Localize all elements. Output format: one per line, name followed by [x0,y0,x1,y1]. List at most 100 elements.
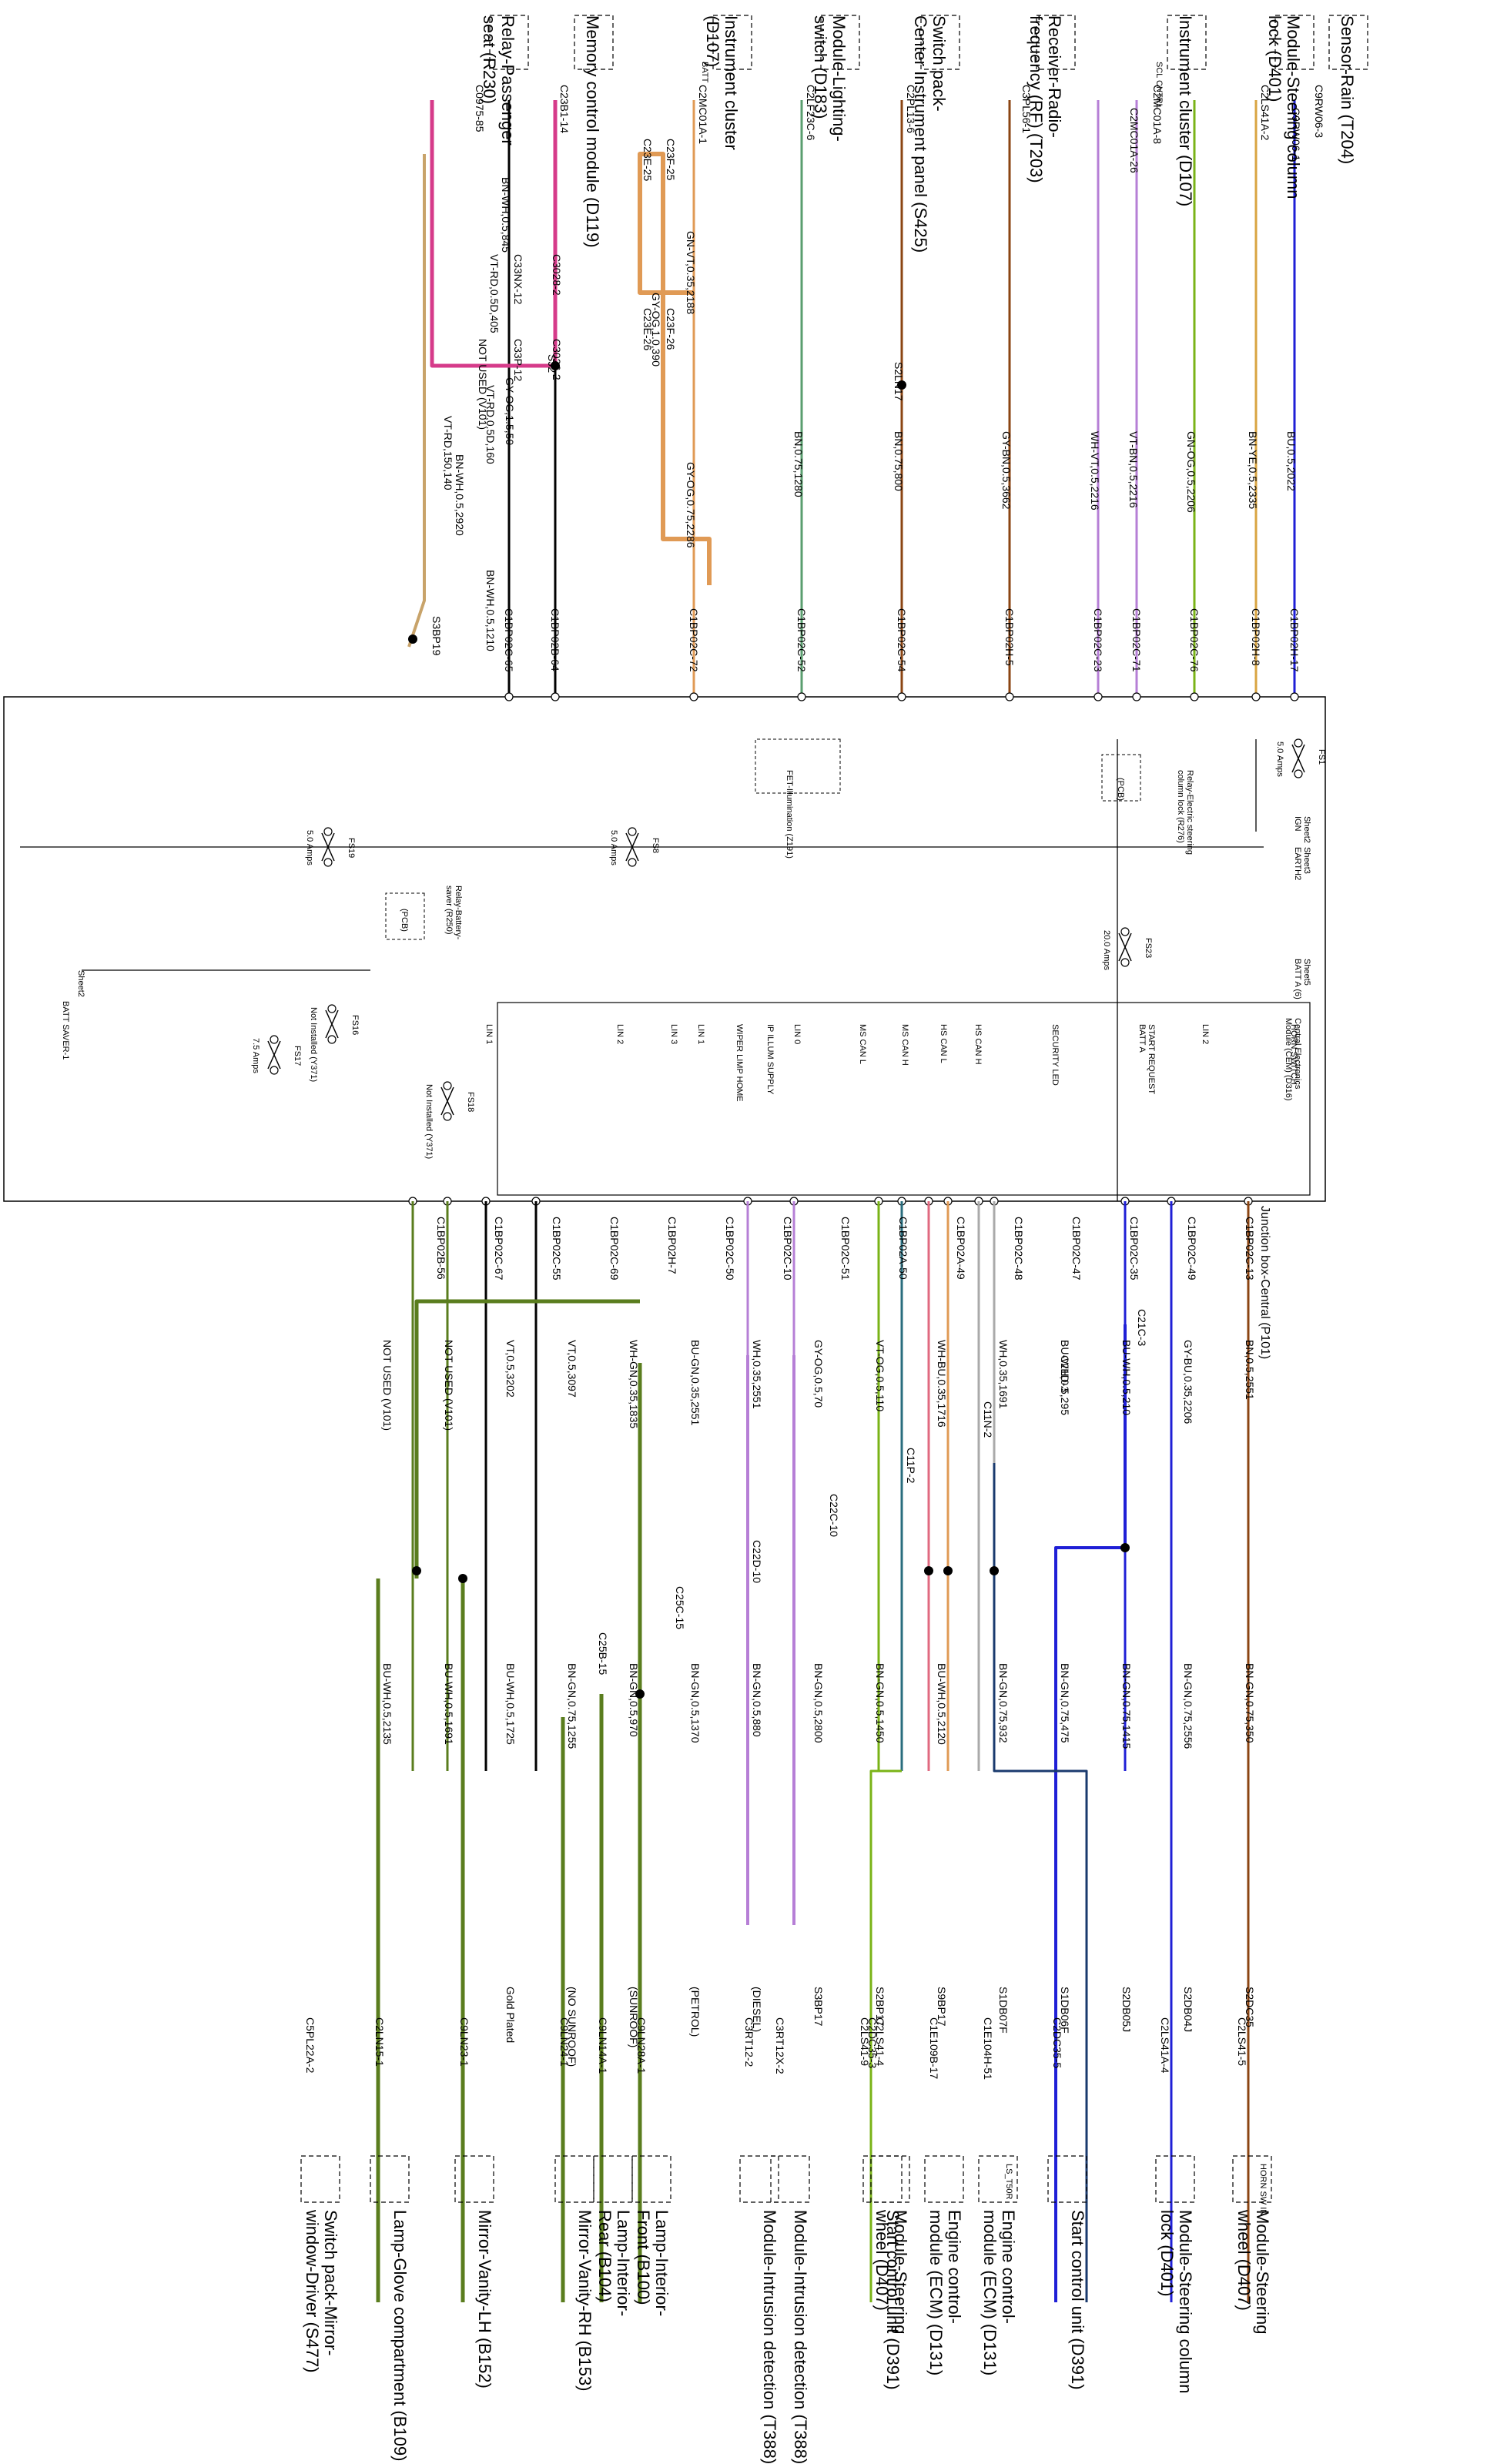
splice-S3BP17 [412,1566,421,1575]
fuse-rating: Not Installed (Y371) [309,1007,318,1083]
connector-label: C3026-2 [551,339,563,380]
batt-saver-label: BATT SAVER-1 [61,1001,70,1060]
connector-label: C1BP02H-5 [1003,608,1016,666]
bottom-component-bracket [1047,2155,1087,2203]
bottom-component-bracket [862,2155,903,2203]
bottom-component-pin: C9LN23-1 [458,2017,471,2067]
connector-label: C1BP02A-49 [955,1217,967,1280]
fuse-rating: Not Installed (Y371) [424,1084,434,1160]
fuse-terminal [270,1035,279,1044]
connector-label: C1BP02C-76 [1188,608,1201,672]
top-component-pin: C2PL13-6 [905,85,917,134]
wire-label: Gold Plated [504,1987,517,2044]
cem-pin-label: START REQUEST BATT A [1137,1024,1156,1095]
wire-label: BN-GN,0.5,880 [751,1663,763,1737]
fuse-name: FS23 [1144,938,1153,959]
wire-label: BU-WH,0.5,2120 [936,1663,948,1745]
wire-label: BN-WH,0.5,845 [500,177,512,253]
upper-connector-pin [1251,692,1261,701]
upper-wire-magenta [430,100,558,368]
wire-label: S3BP17 [812,1987,825,2027]
top-component-title: Sensor-Rain (T204) [1338,15,1357,165]
splice-S2LN17 [897,380,906,390]
cem-pin-label: HS CAN H [973,1024,983,1065]
bottom-component-inner: LS_T50R [1004,2164,1013,2200]
wire-label: NOT USED (V101) [443,1340,455,1431]
bottom-component-pin: C9LN24-1 [558,2017,571,2067]
bottom-component-title: Mirror-Vanity-LH (B152) [475,2210,494,2389]
top-component-bracket [1274,15,1315,70]
wire-label: BN-GN,0.5,2800 [812,1663,825,1743]
fuse-terminal [323,827,333,836]
fuse-rating: 5.0 Amps [305,830,314,865]
upper-connector-pin [689,692,698,701]
top-component-inner: BATT [700,62,709,83]
fuse-6 [440,1086,454,1116]
connector-label: C23E-25 [641,139,654,182]
splice-S3BP19 [408,634,417,644]
cem-pin-label: SECURITY LED [1050,1024,1060,1086]
bottom-component-bracket [454,2155,494,2203]
top-component-pin: C23B1-14 [558,85,571,134]
bottom-component-bracket [1155,2155,1195,2203]
wire-label: S3BP19 [430,616,443,656]
relay-battery-label: Relay-Battery- saver (R250) [444,886,463,940]
fuse-terminal [443,1081,452,1090]
bottom-component-bracket [978,2155,1018,2203]
bottom-component-pin: C2LS41A-4 [1159,2017,1171,2074]
bottom-component-bracket [554,2155,594,2203]
connector-label: C1BP02C-51 [839,1217,852,1281]
wire-label: BN,0.75,1280 [792,431,805,497]
top-component-title: Switch pack- Center Instrument panel (S4… [911,15,949,253]
wire-label: VT-BN,0.5,2216 [1127,431,1140,508]
connector-label: C1BP02C-35 [1128,1217,1140,1281]
fuse-rating: 20.0 Amps [1102,930,1111,970]
top-component-title: Instrument cluster (D107) [1176,15,1195,207]
cem-pin-label: MS CAN H [900,1024,909,1066]
top-component-bracket [920,15,960,70]
connector-label: C1BP02C-50 [724,1217,736,1281]
bottom-component-bracket [924,2155,964,2203]
fuse-name: FS18 [466,1092,475,1113]
wire-label: VT-RD,0.5D,405 [488,254,501,333]
upper-connector-pin [1132,692,1141,701]
splice-S1DB07F [924,1566,933,1575]
fuse-terminal [1120,927,1130,936]
bottom-component-title: Switch pack-Mirror- window-Driver (S477) [303,2210,340,2373]
fuse-terminal [327,1004,337,1013]
bottom-component-bracket [770,2155,810,2203]
bottom-component-title: Mirror-Vanity-RH (B153) [575,2210,594,2392]
top-component-pin: C9RW06-3 [1313,85,1325,138]
wire-label: GN-OG,0.5,2206 [1185,431,1197,513]
relay-battery-box [385,892,425,940]
wire-label: NOT USED (V101) [381,1340,394,1431]
top-component-bracket [1036,15,1076,70]
top-component-bracket [1167,15,1207,70]
bottom-component-title: Lamp-Glove compartment (B109) [390,2210,410,2462]
connector-label: C23F-25 [665,139,677,181]
splice-S2DB04J [990,1566,999,1575]
wire-label: BN-GN,0.5,1370 [689,1663,702,1743]
wire-label: BN-GN,0.5,970 [628,1663,640,1737]
bottom-component-title: Module-Intrusion detection (T388) [791,2210,810,2464]
connector-label: C1BP02C-49 [1186,1217,1198,1281]
bottom-component-bracket [870,2155,910,2203]
connector-label: C1BP02C-72 [688,608,700,672]
wire-label: WH,0.35,1691 [997,1340,1010,1409]
fuse-5 [325,1009,339,1039]
bottom-component-pin: C2DC35-5 [1051,2017,1063,2069]
cem-pin-label: LIN 2 [615,1024,625,1045]
top-component-bracket [1328,15,1368,70]
connector-label: C22D-10 [751,1540,763,1584]
connector-label: C1BP02H-8 [1250,608,1262,666]
bottom-component-title: Lamp-Interior- Rear (B104) [595,2210,633,2317]
connector-label: C1BP02C-54 [896,608,908,672]
top-component-bracket [574,15,614,70]
connector-label: C11N-2 [982,1401,994,1438]
bottom-component-pin: C2LN15-1 [373,2017,386,2067]
connector-label: C1BP02C-55 [551,1217,563,1281]
fuse-name: FS1 [1317,749,1326,765]
relay-steering-label: Relay-Electric steering column lock (R27… [1176,770,1194,855]
bottom-component-pin: C9LN28A-1 [635,2017,648,2074]
wire-label: BN-GN,0.75,475 [1059,1663,1071,1743]
